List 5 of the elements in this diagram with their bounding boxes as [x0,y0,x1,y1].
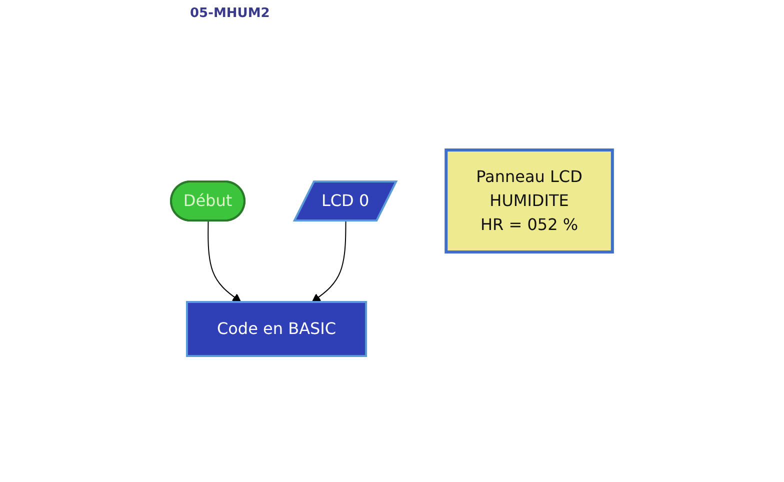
node-box: Code en BASIC [186,301,368,357]
node-box: Panneau LCD HUMIDITE HR = 052 % [444,148,614,254]
arrow [208,220,242,302]
arrow [312,220,347,302]
diagram-title: 05-MHUM2 [190,6,270,21]
